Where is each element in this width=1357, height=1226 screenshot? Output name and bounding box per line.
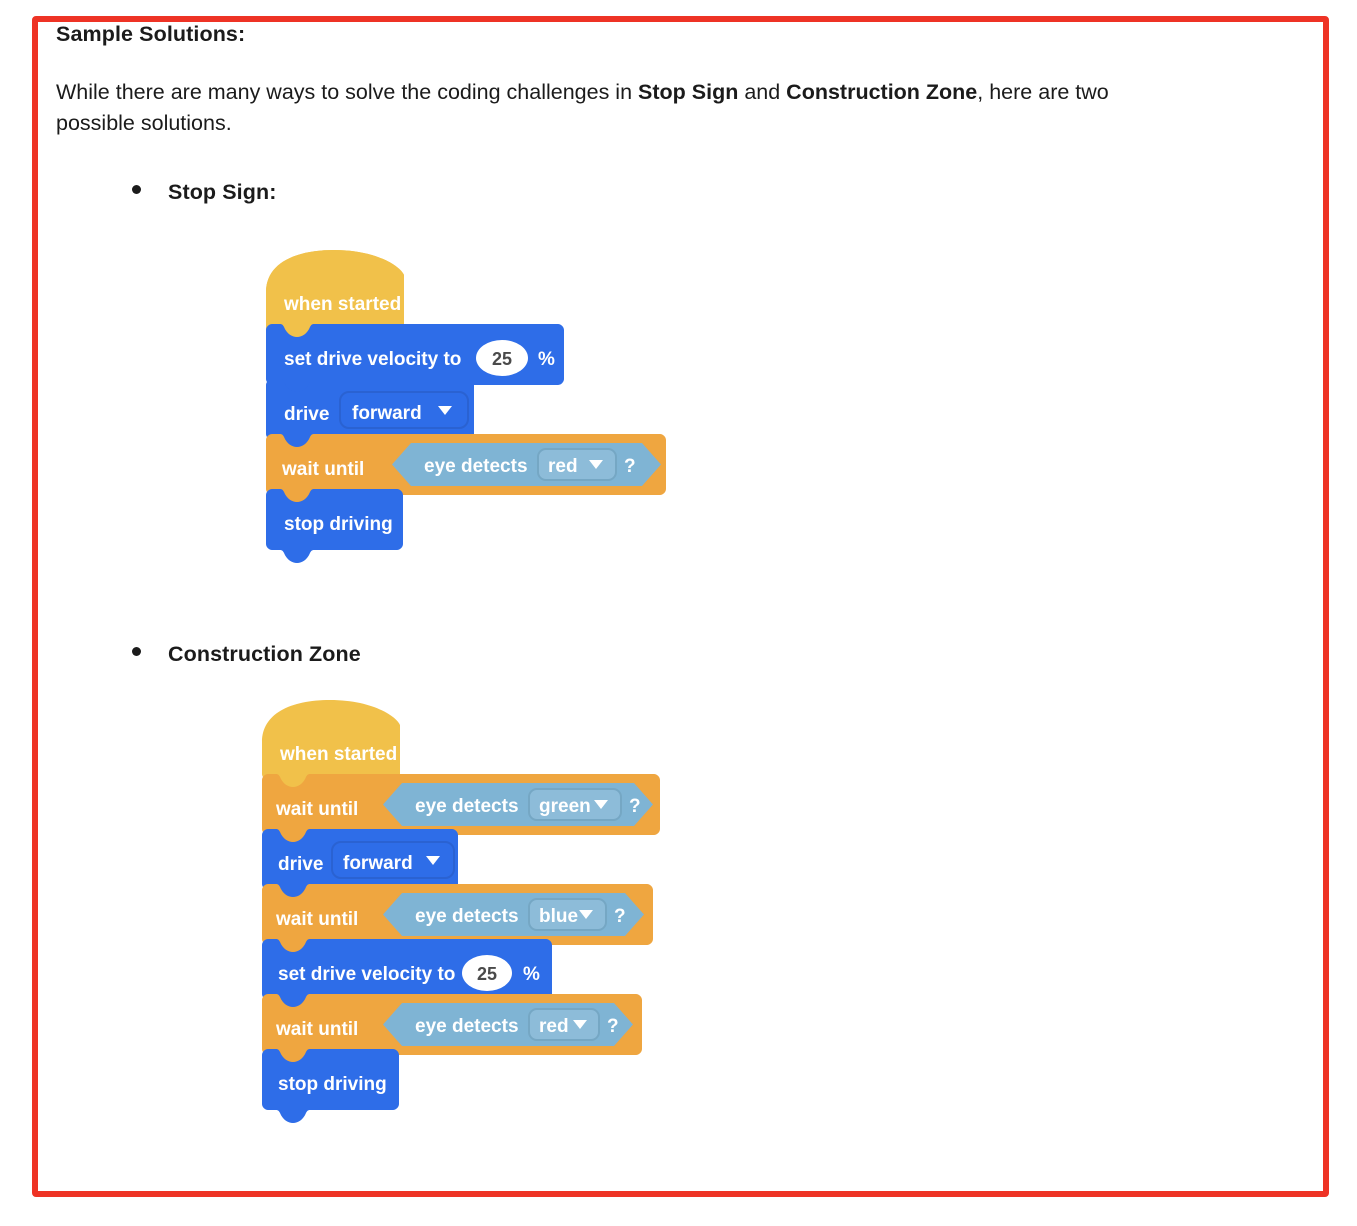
intro-text-3: , here are two possible solutions. (56, 80, 1109, 135)
boolean-suffix-question: ? (629, 796, 641, 817)
chevron-down-icon[interactable] (573, 1020, 587, 1029)
intro-paragraph: While there are many ways to solve the c… (56, 77, 1168, 138)
boolean-label-eye-detects: eye detects (424, 456, 528, 477)
block-when-started[interactable]: when started (266, 248, 415, 343)
velocity-unit-label: % (538, 349, 555, 370)
block-label-wait-until: wait until (275, 1019, 358, 1040)
color-dropdown-red[interactable] (528, 1008, 600, 1041)
drive-direction-value: forward (352, 403, 422, 424)
page-title: Sample Solutions: (56, 22, 246, 46)
intro-bold-stop-sign: Stop Sign (638, 80, 739, 104)
bullet-item-stop-sign: Stop Sign: (132, 180, 276, 205)
boolean-eye-detects-green[interactable]: eye detects green ? (383, 783, 653, 826)
boolean-suffix-question: ? (607, 1016, 619, 1037)
boolean-suffix-question: ? (614, 906, 626, 927)
bullet-dot-icon (132, 185, 141, 194)
color-dropdown-value-red: red (539, 1016, 569, 1037)
block-when-started[interactable]: when started (262, 700, 400, 793)
velocity-unit-label: % (523, 964, 540, 985)
intro-bold-construction-zone: Construction Zone (786, 80, 978, 104)
block-label-drive: drive (284, 404, 329, 425)
velocity-value-input[interactable] (462, 955, 512, 991)
boolean-label-eye-detects: eye detects (415, 796, 519, 817)
color-dropdown-red[interactable] (537, 448, 617, 481)
chevron-down-icon[interactable] (438, 406, 452, 415)
block-label-wait-until: wait until (281, 459, 364, 480)
boolean-eye-detects-red[interactable]: eye detects red ? (392, 443, 661, 486)
block-label-set-drive-velocity: set drive velocity to (284, 349, 461, 370)
chevron-down-icon[interactable] (426, 856, 440, 865)
boolean-eye-detects-red[interactable]: eye detects red ? (383, 1003, 633, 1046)
intro-text-2: and (738, 80, 787, 104)
construction-zone-program: when started wait until eye detects gree… (262, 698, 682, 1158)
bullet-dot-icon (132, 647, 141, 656)
block-label-wait-until: wait until (275, 909, 358, 930)
color-dropdown-value-blue: blue (539, 906, 578, 927)
color-dropdown-green[interactable] (528, 788, 622, 821)
drive-direction-dropdown[interactable] (339, 391, 469, 429)
chevron-down-icon[interactable] (589, 460, 603, 469)
color-dropdown-value-red: red (548, 456, 578, 477)
block-label-wait-until: wait until (275, 799, 358, 820)
drive-direction-dropdown[interactable] (331, 841, 455, 879)
chevron-down-icon[interactable] (579, 910, 593, 919)
boolean-eye-detects-blue[interactable]: eye detects blue ? (383, 893, 644, 936)
block-label-when-started: when started (279, 744, 397, 765)
velocity-value-text: 25 (492, 349, 512, 369)
block-label-stop-driving: stop driving (284, 514, 393, 535)
drive-direction-value: forward (343, 853, 413, 874)
color-dropdown-blue[interactable] (528, 898, 607, 931)
bullet-label-construction-zone: Construction Zone (168, 642, 361, 666)
block-label-set-drive-velocity: set drive velocity to (278, 964, 455, 985)
chevron-down-icon[interactable] (594, 800, 608, 809)
block-label-stop-driving: stop driving (278, 1074, 387, 1095)
block-label-when-started: when started (283, 294, 401, 315)
bullet-label-stop-sign: Stop Sign: (168, 180, 277, 204)
block-stop-driving[interactable]: stop driving (262, 1049, 399, 1123)
stop-sign-program: when started set drive velocity to 25 % … (266, 248, 686, 598)
boolean-label-eye-detects: eye detects (415, 1016, 519, 1037)
color-dropdown-value-green: green (539, 796, 591, 817)
block-label-drive: drive (278, 854, 323, 875)
block-wait-until-red[interactable]: wait until eye detects red ? (262, 994, 642, 1068)
velocity-value-input[interactable] (476, 340, 528, 376)
intro-text-1: While there are many ways to solve the c… (56, 80, 639, 104)
bullet-item-construction-zone: Construction Zone (132, 642, 361, 667)
red-highlight-frame (32, 16, 1329, 1197)
boolean-label-eye-detects: eye detects (415, 906, 519, 927)
velocity-value-text: 25 (477, 964, 497, 984)
boolean-suffix-question: ? (624, 456, 636, 477)
block-stop-driving[interactable]: stop driving (266, 489, 403, 563)
document-body: Sample Solutions: While there are many w… (56, 22, 1186, 138)
